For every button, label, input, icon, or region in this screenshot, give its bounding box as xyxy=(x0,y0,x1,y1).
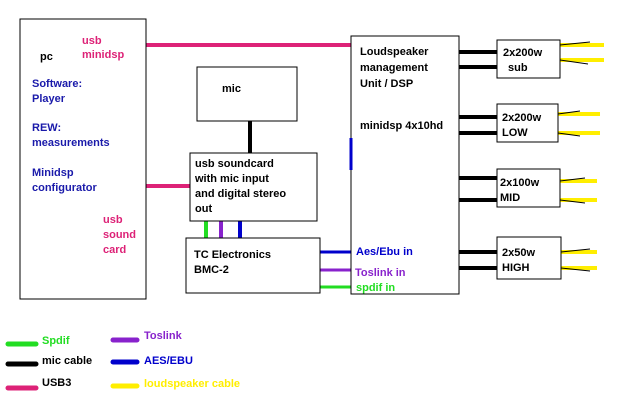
amp-high-power: 2x50w xyxy=(502,247,535,259)
tc-line1: TC Electronics xyxy=(194,249,271,261)
amp-sub-band: sub xyxy=(508,62,528,74)
amp-box-low xyxy=(496,103,559,143)
dsp-model: minidsp 4x10hd xyxy=(360,120,443,132)
loudspeaker-cables xyxy=(558,43,604,270)
soundcard-line4: out xyxy=(195,203,212,215)
usb-soundcard-box xyxy=(189,152,318,222)
pc-minidsp-line2: configurator xyxy=(32,182,97,194)
mic-label: mic xyxy=(222,83,241,95)
dsp-title-line3: Unit / DSP xyxy=(360,78,413,90)
dsp-input-aes: Aes/Ebu in xyxy=(356,246,413,258)
legend-usb3-label: USB3 xyxy=(42,377,71,389)
pc-rew-line2: measurements xyxy=(32,137,110,149)
pc-soundcard-line2: sound xyxy=(103,229,136,241)
amp-box-mid xyxy=(496,168,561,208)
amp-low-band: LOW xyxy=(502,127,528,139)
legend-aes-label: AES/EBU xyxy=(144,355,193,367)
soundcard-line1: usb soundcard xyxy=(195,158,274,170)
dsp-input-spdif: spdif in xyxy=(356,282,395,294)
soundcard-line2: with mic input xyxy=(194,173,269,185)
amp-low-power: 2x200w xyxy=(502,112,542,124)
pc-software-line2: Player xyxy=(32,93,66,105)
legend-loudspeaker-label: loudspeaker cable xyxy=(144,378,240,390)
legend-mic-cable-label: mic cable xyxy=(42,355,92,367)
pc-box xyxy=(19,18,147,300)
legend-toslink-label: Toslink xyxy=(144,330,183,342)
dsp-title-line2: management xyxy=(360,62,428,74)
pc-usb-label-line1: usb xyxy=(82,35,102,47)
amp-mid-power: 2x100w xyxy=(500,177,540,189)
pc-usb-label-line2: minidsp xyxy=(82,49,124,61)
dsp-title-line1: Loudspeaker xyxy=(360,46,429,58)
pc-soundcard-line1: usb xyxy=(103,214,123,226)
tc-line2: BMC-2 xyxy=(194,264,229,276)
legend-spdif-label: Spdif xyxy=(42,335,70,347)
amp-mid-band: MID xyxy=(500,192,520,204)
amp-high-band: HIGH xyxy=(502,262,530,274)
pc-minidsp-line1: Minidsp xyxy=(32,167,74,179)
dsp-output-cables xyxy=(459,50,497,270)
pc-rew-line1: REW: xyxy=(32,122,61,134)
amp-sub-power: 2x200w xyxy=(503,47,543,59)
pc-software-line1: Software: xyxy=(32,78,82,90)
dsp-input-toslink: Toslink in xyxy=(355,267,406,279)
amp-box-high xyxy=(496,236,562,280)
legend: Spdif mic cable USB3 Toslink AES/EBU lou… xyxy=(5,330,240,391)
pc-title: pc xyxy=(40,51,53,63)
mic-box xyxy=(196,66,298,122)
soundcard-line3: and digital stereo xyxy=(195,188,286,200)
cable-end-stubs xyxy=(557,41,591,272)
pc-soundcard-line3: card xyxy=(103,244,126,256)
amp-box-sub xyxy=(496,39,561,79)
tc-electronics-box xyxy=(185,237,321,294)
